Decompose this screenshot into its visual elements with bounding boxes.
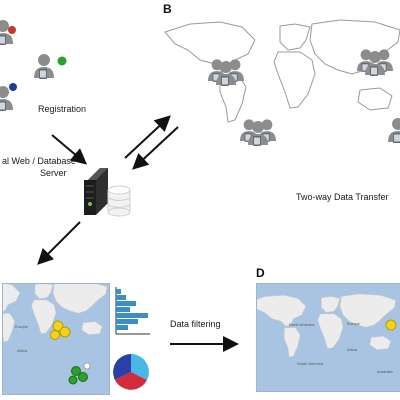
histogram-bar [116, 325, 128, 330]
histogram-bar [116, 319, 138, 324]
upload-arrow [124, 115, 171, 159]
map-label-africa: Africa [347, 347, 358, 352]
panel-c-map: Europe Africa [2, 283, 110, 395]
download-arrow [132, 126, 179, 170]
panel-d-map: North America Europe Africa South Americ… [256, 283, 400, 392]
registration-label: Registration [38, 104, 87, 114]
two-way-transfer-label: Two-way Data Transfer [296, 192, 389, 202]
panel-label-b: B [163, 2, 172, 16]
user-group-icon [357, 49, 393, 76]
green-point [78, 372, 88, 382]
histogram-bar [116, 301, 136, 306]
histogram-bar [116, 295, 126, 300]
to-map-arrow [37, 221, 81, 265]
pie-slice [131, 354, 149, 380]
histogram-bar [116, 313, 148, 318]
registration-arrow [51, 134, 88, 165]
map-label-australia: Australia [377, 369, 393, 374]
pie-slice [113, 354, 131, 380]
server-label-line1: al Web / Database [2, 156, 76, 166]
green-point [71, 366, 81, 376]
map-label-europe: Europe [347, 321, 360, 326]
data-filtering-label: Data filtering [170, 319, 221, 329]
user-green-marker [57, 56, 67, 66]
server-icon [84, 168, 108, 215]
panel-a [0, 20, 67, 111]
histogram-chart [115, 287, 150, 335]
yellow-point [50, 330, 60, 340]
histogram-bar [116, 289, 121, 294]
user-red-marker [8, 26, 16, 34]
green-point [68, 375, 78, 385]
user-icon [388, 118, 400, 143]
yellow-point [59, 326, 71, 338]
server-label-line2: Server [40, 168, 67, 178]
user-blue-marker [9, 83, 17, 91]
pie-slice [115, 372, 147, 390]
white-point [83, 362, 91, 370]
yellow-point [385, 319, 397, 331]
panel-label-d: D [256, 266, 265, 280]
database-icon [107, 185, 131, 217]
map-label-north-america: North America [289, 322, 315, 327]
map-label-africa: Africa [17, 348, 28, 353]
map-label-europe: Europe [15, 324, 28, 329]
pie-chart [113, 354, 149, 390]
histogram-bar [116, 307, 130, 312]
map-label-south-america: South America [297, 361, 324, 366]
user-group-icon [240, 119, 276, 146]
user-icon [34, 54, 54, 79]
